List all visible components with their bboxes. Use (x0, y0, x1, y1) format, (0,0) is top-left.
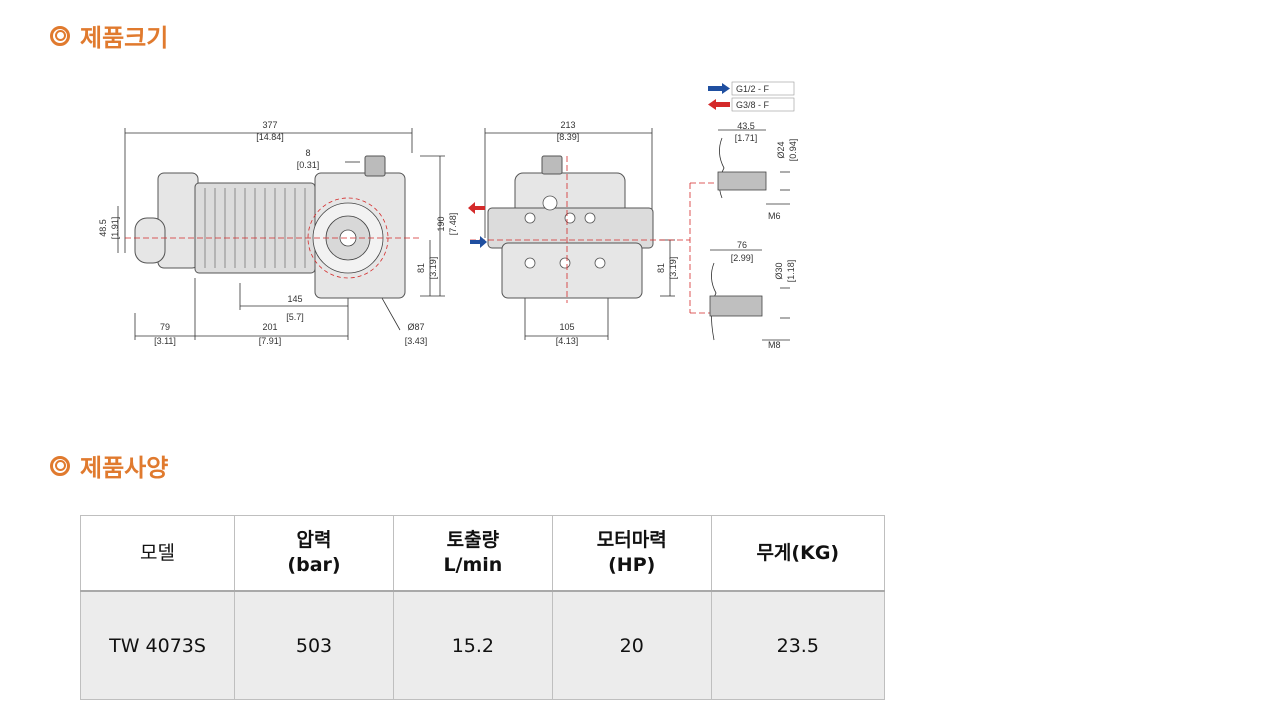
dim-190-in: [7.48] (448, 213, 458, 236)
side-view (117, 128, 445, 340)
section-title-size-text: 제품크기 (80, 24, 169, 52)
section-title-size: 제품크기 (50, 18, 168, 53)
front-dimension-labels: 213 [8.39] 81 [3.19] 105 [4.13] (556, 120, 678, 346)
header-pressure-unit: (bar) (287, 554, 341, 576)
target-circle-icon (50, 25, 70, 46)
header-motor-unit: (HP) (608, 554, 656, 576)
header-flow-label: 토출량 (446, 529, 500, 552)
header-model-label: 모델 (140, 541, 176, 564)
dim-43-5-in: [1.71] (735, 133, 758, 143)
dimension-drawing: 377 [14.84] 8 [0.31] 190 [7.48] 81 [3.19… (98, 81, 798, 350)
dim-front-81-in: [3.19] (668, 257, 678, 280)
dim-43-5: 43.5 (737, 121, 755, 131)
header-motor-label: 모터마력 (596, 529, 667, 552)
dim-79: 79 (160, 322, 170, 332)
header-weight: 무게(KG) (710, 515, 886, 592)
thread-m8: M8 (768, 340, 781, 350)
inlet-thread-label: G1/2 - F (736, 84, 770, 94)
table-row: TW 4073S 503 15.2 20 23.5 (79, 590, 886, 700)
header-pressure-label: 압력 (296, 529, 332, 552)
section-title-spec-text: 제품사양 (80, 454, 169, 482)
port-dimension-labels: 43.5 [1.71] Ø24 [0.94] M6 76 [2.99] Ø30 … (731, 121, 798, 350)
dim-213: 213 (560, 120, 575, 130)
spec-header-row: 모델 압력 (bar) 토출량 L/min 모터마력 (HP) 무게(KG) (79, 515, 886, 592)
inlet-legend-arrow-icon (708, 83, 730, 94)
dim-48-5: 48.5 (98, 219, 108, 237)
dim-dia-87-in: [3.43] (405, 336, 428, 346)
dim-dia-24-in: [0.94] (788, 139, 798, 162)
front-view (470, 128, 690, 340)
cell-pressure: 503 (234, 590, 394, 700)
thread-m6: M6 (768, 211, 781, 221)
dim-dia-24: Ø24 (776, 141, 786, 158)
dim-81-in: [3.19] (428, 257, 438, 280)
dim-377-in: [14.84] (256, 132, 284, 142)
dim-105-in: [4.13] (556, 336, 579, 346)
dim-8-in: [0.31] (297, 160, 320, 170)
dim-48-5-in: [1.91] (110, 217, 120, 240)
dim-76: 76 (737, 240, 747, 250)
target-circle-icon (50, 455, 70, 476)
dim-dia-30-in: [1.18] (786, 260, 796, 283)
header-model: 모델 (79, 515, 236, 592)
port-legend: G1/2 - F G3/8 - F (708, 81, 795, 112)
spec-table: 모델 압력 (bar) 토출량 L/min 모터마력 (HP) 무게(KG) T… (79, 515, 886, 700)
inlet-arrow-icon (470, 236, 487, 248)
dim-81: 81 (416, 263, 426, 273)
dim-201: 201 (262, 322, 277, 332)
dim-190: 190 (436, 216, 446, 231)
dim-213-in: [8.39] (557, 132, 580, 142)
cell-flow: 15.2 (392, 590, 553, 700)
port-details (689, 129, 790, 341)
dim-dia-30: Ø30 (774, 262, 784, 279)
cell-weight: 23.5 (710, 590, 886, 700)
header-flow: 토출량 L/min (392, 515, 553, 592)
dim-105: 105 (559, 322, 574, 332)
header-pressure: 압력 (bar) (234, 515, 394, 592)
dim-76-in: [2.99] (731, 253, 754, 263)
dim-dia-87: Ø87 (407, 322, 424, 332)
dim-145-in: [5.7] (286, 312, 304, 322)
dim-201-in: [7.91] (259, 336, 282, 346)
front-arrows (468, 202, 487, 248)
dim-front-81: 81 (656, 263, 666, 273)
header-weight-label: 무게(KG) (756, 541, 840, 564)
section-title-spec: 제품사양 (50, 448, 168, 483)
header-flow-unit: L/min (443, 554, 503, 576)
side-dimension-labels: 377 [14.84] 8 [0.31] 190 [7.48] 81 [3.19… (98, 120, 458, 346)
dim-377: 377 (262, 120, 277, 130)
outlet-legend-arrow-icon (708, 99, 730, 110)
dim-79-in: [3.11] (154, 336, 176, 346)
dim-145: 145 (287, 294, 302, 304)
cell-model: TW 4073S (79, 590, 236, 700)
outlet-arrow-icon (468, 202, 485, 214)
header-motor: 모터마력 (HP) (551, 515, 712, 592)
cell-motor: 20 (551, 590, 712, 700)
dim-8: 8 (305, 148, 310, 158)
outlet-thread-label: G3/8 - F (736, 100, 770, 110)
